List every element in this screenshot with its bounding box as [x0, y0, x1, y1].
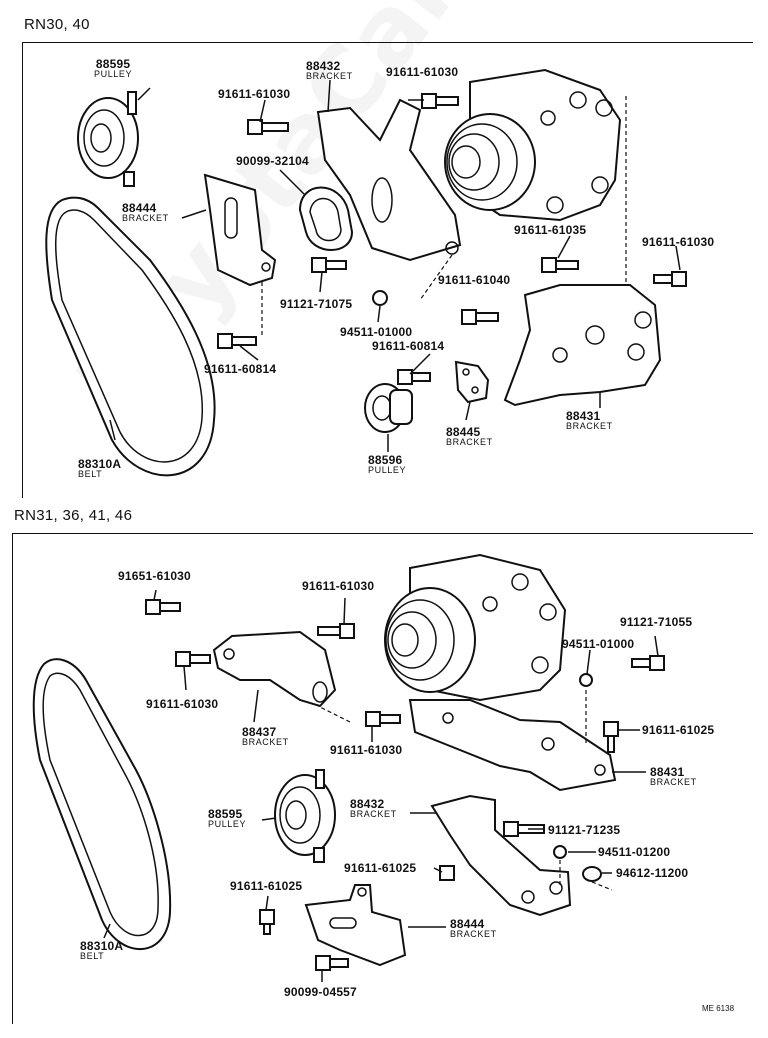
part-number: 88444	[450, 917, 485, 931]
label-88596-pulley: 88596 PULLEY	[368, 454, 406, 475]
bracket-88444-top	[203, 173, 277, 287]
label-94511-01000: 94511-01000	[562, 637, 635, 651]
label-91611-61030: 91611-61030	[302, 579, 375, 593]
label-88431-bracket: 88431 BRACKET	[650, 766, 697, 787]
belt-88310a-top	[45, 196, 216, 477]
compressor-top	[444, 68, 622, 222]
part-number: 88432	[350, 797, 385, 811]
label-91611-61030: 91611-61030	[218, 87, 291, 101]
label-90099-32104: 90099-32104	[236, 154, 309, 168]
part-name: BELT	[78, 469, 103, 479]
bolts-bottom	[145, 599, 665, 971]
part-name: BRACKET	[122, 213, 169, 223]
bracket-88437-bottom	[212, 630, 337, 708]
label-91611-61040: 91611-61040	[438, 273, 511, 287]
label-94511-01200: 94511-01200	[598, 845, 671, 859]
part-number: 88445	[446, 425, 481, 439]
label-88437-bracket: 88437 BRACKET	[242, 726, 289, 747]
belt-88310a-bottom	[32, 658, 172, 950]
pulley-88595-bottom	[274, 769, 336, 863]
section-frame-bottom	[12, 533, 753, 1024]
gasket-90099-32104	[298, 186, 354, 251]
compressor-bottom	[384, 553, 567, 702]
label-88310a-belt: 88310A BELT	[78, 458, 121, 479]
label-90099-04557: 90099-04557	[284, 985, 357, 999]
part-number: 88595	[208, 807, 243, 821]
part-number: 88437	[242, 725, 277, 739]
label-88310a-belt: 88310A BELT	[80, 940, 123, 961]
bracket-88431-top	[503, 284, 662, 407]
label-88444-bracket: 88444 BRACKET	[450, 918, 497, 939]
label-91611-61030: 91611-61030	[146, 697, 219, 711]
part-name: BELT	[80, 951, 105, 961]
label-91611-60814: 91611-60814	[204, 362, 277, 376]
label-91121-71055: 91121-71055	[620, 615, 693, 629]
section-frame-top	[22, 42, 753, 498]
label-91121-71075: 91121-71075	[280, 297, 353, 311]
label-91611-61025: 91611-61025	[642, 723, 715, 737]
part-number: 88432	[306, 59, 341, 73]
part-number: 88596	[368, 453, 403, 467]
section-title-rn30-40: RN30, 40	[24, 16, 90, 33]
label-88431-bracket: 88431 BRACKET	[566, 410, 613, 431]
label-88432-bracket: 88432 BRACKET	[350, 798, 397, 819]
part-name: BRACKET	[650, 777, 697, 787]
part-number: 88431	[650, 765, 685, 779]
label-91611-60814: 91611-60814	[372, 339, 445, 353]
part-name: BRACKET	[450, 929, 497, 939]
label-88595-pulley: 88595 PULLEY	[94, 58, 132, 79]
label-91611-61030: 91611-61030	[642, 235, 715, 249]
label-91611-61025: 91611-61025	[344, 861, 417, 875]
bracket-88432-top	[316, 98, 462, 262]
part-number: 88595	[95, 57, 131, 71]
label-88445-bracket: 88445 BRACKET	[446, 426, 493, 447]
label-88595-pulley: 88595 PULLEY	[208, 808, 246, 829]
section-title-rn31-46: RN31, 36, 41, 46	[14, 507, 133, 524]
bracket-88445-top	[454, 360, 490, 404]
part-number: 88431	[566, 409, 601, 423]
label-91611-61030: 91611-61030	[386, 65, 459, 79]
pulley-88595-top	[77, 91, 139, 187]
label-88444-bracket: 88444 BRACKET	[122, 202, 169, 223]
part-name: BRACKET	[306, 71, 353, 81]
part-number: 88310A	[80, 939, 124, 953]
bracket-88431-bottom	[408, 699, 617, 792]
part-number: 88444	[122, 201, 157, 215]
label-94612-11200: 94612-11200	[616, 866, 689, 880]
leader-lines-bottom	[103, 589, 659, 982]
part-name: BRACKET	[350, 809, 397, 819]
label-91651-61030: 91651-61030	[118, 569, 191, 583]
part-number: 88310A	[78, 457, 122, 471]
label-94511-01000: 94511-01000	[340, 325, 413, 339]
label-91611-61030: 91611-61030	[330, 743, 403, 757]
label-91611-61035: 91611-61035	[514, 223, 587, 237]
part-name: PULLEY	[94, 69, 133, 79]
label-88432-bracket: 88432 BRACKET	[306, 60, 353, 81]
part-name: BRACKET	[566, 421, 613, 431]
part-name: BRACKET	[242, 737, 289, 747]
bracket-88432-bottom	[430, 794, 572, 917]
bracket-88444-bottom	[304, 884, 407, 967]
pulley-88596-top	[364, 383, 413, 433]
part-name: BRACKET	[446, 437, 493, 447]
bolts-top	[217, 93, 687, 385]
label-91121-71235: 91121-71235	[548, 823, 621, 837]
label-91611-61025: 91611-61025	[230, 879, 303, 893]
part-name: PULLEY	[208, 819, 247, 829]
footer-code: ME 6138	[702, 1004, 735, 1013]
part-name: PULLEY	[368, 465, 407, 475]
leader-lines-top	[109, 79, 681, 452]
